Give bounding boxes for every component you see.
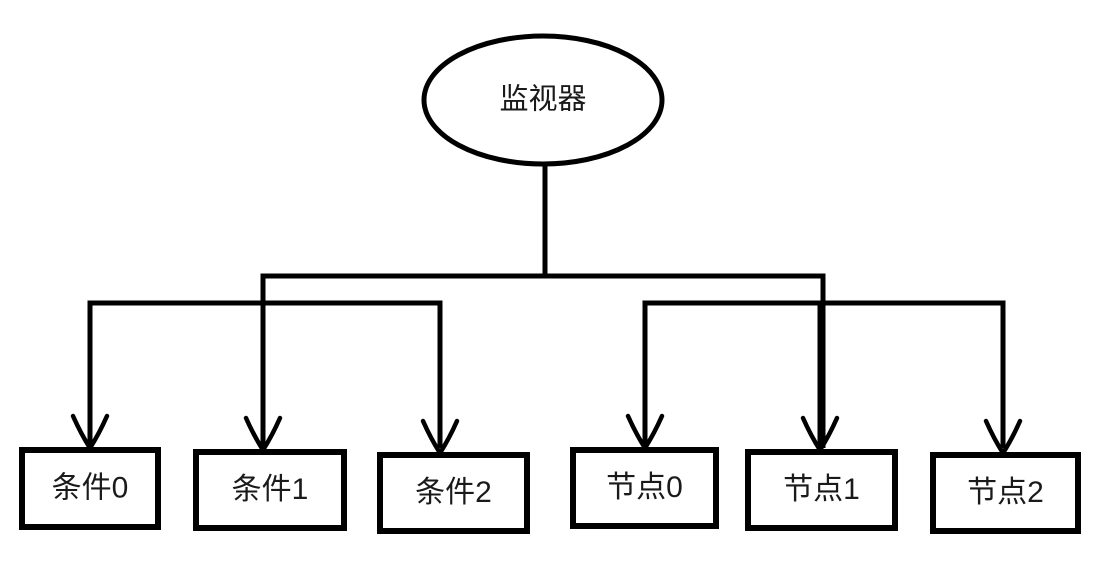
leaf-box-shape[interactable] — [745, 449, 898, 531]
leaf-label: 条件2 — [415, 476, 492, 509]
arrowhead-icon-2 — [420, 418, 460, 456]
arrowhead-icon-3 — [625, 413, 665, 451]
arrowhead-icon-0 — [70, 413, 110, 451]
node-leaf-5[interactable]: 节点2 — [930, 452, 1081, 534]
arrowhead-icon-1 — [243, 415, 283, 453]
node-root[interactable]: 监视器 — [421, 33, 665, 167]
node-leaf-1[interactable]: 条件1 — [193, 449, 347, 531]
leaf-node-group: 条件0 条件1 条件2 节点0 节点1 节点2 — [19, 447, 1081, 534]
leaf-box-shape[interactable] — [570, 447, 719, 529]
leaf-label: 条件1 — [232, 473, 309, 506]
leaf-label: 节点0 — [606, 471, 683, 504]
root-label: 监视器 — [499, 83, 586, 116]
leaf-label: 节点2 — [967, 476, 1044, 509]
arrowhead-icon-5 — [983, 418, 1023, 456]
leaf-label: 条件0 — [52, 471, 129, 504]
node-leaf-0[interactable]: 条件0 — [19, 447, 161, 530]
leaf-box-shape[interactable] — [377, 452, 530, 534]
node-leaf-4[interactable]: 节点1 — [745, 449, 898, 531]
leaf-box-shape[interactable] — [19, 447, 161, 530]
edge-drop-group — [70, 303, 1023, 456]
arrowhead-icon-4 — [800, 415, 840, 453]
edge-group — [87, 164, 1006, 448]
leaf-box-shape[interactable] — [193, 449, 347, 531]
leaf-label: 节点1 — [783, 473, 860, 506]
node-leaf-3[interactable]: 节点0 — [570, 447, 719, 529]
leaf-box-shape[interactable] — [930, 452, 1081, 534]
node-leaf-2[interactable]: 条件2 — [377, 452, 530, 534]
root-ellipse-shape[interactable] — [421, 33, 665, 167]
